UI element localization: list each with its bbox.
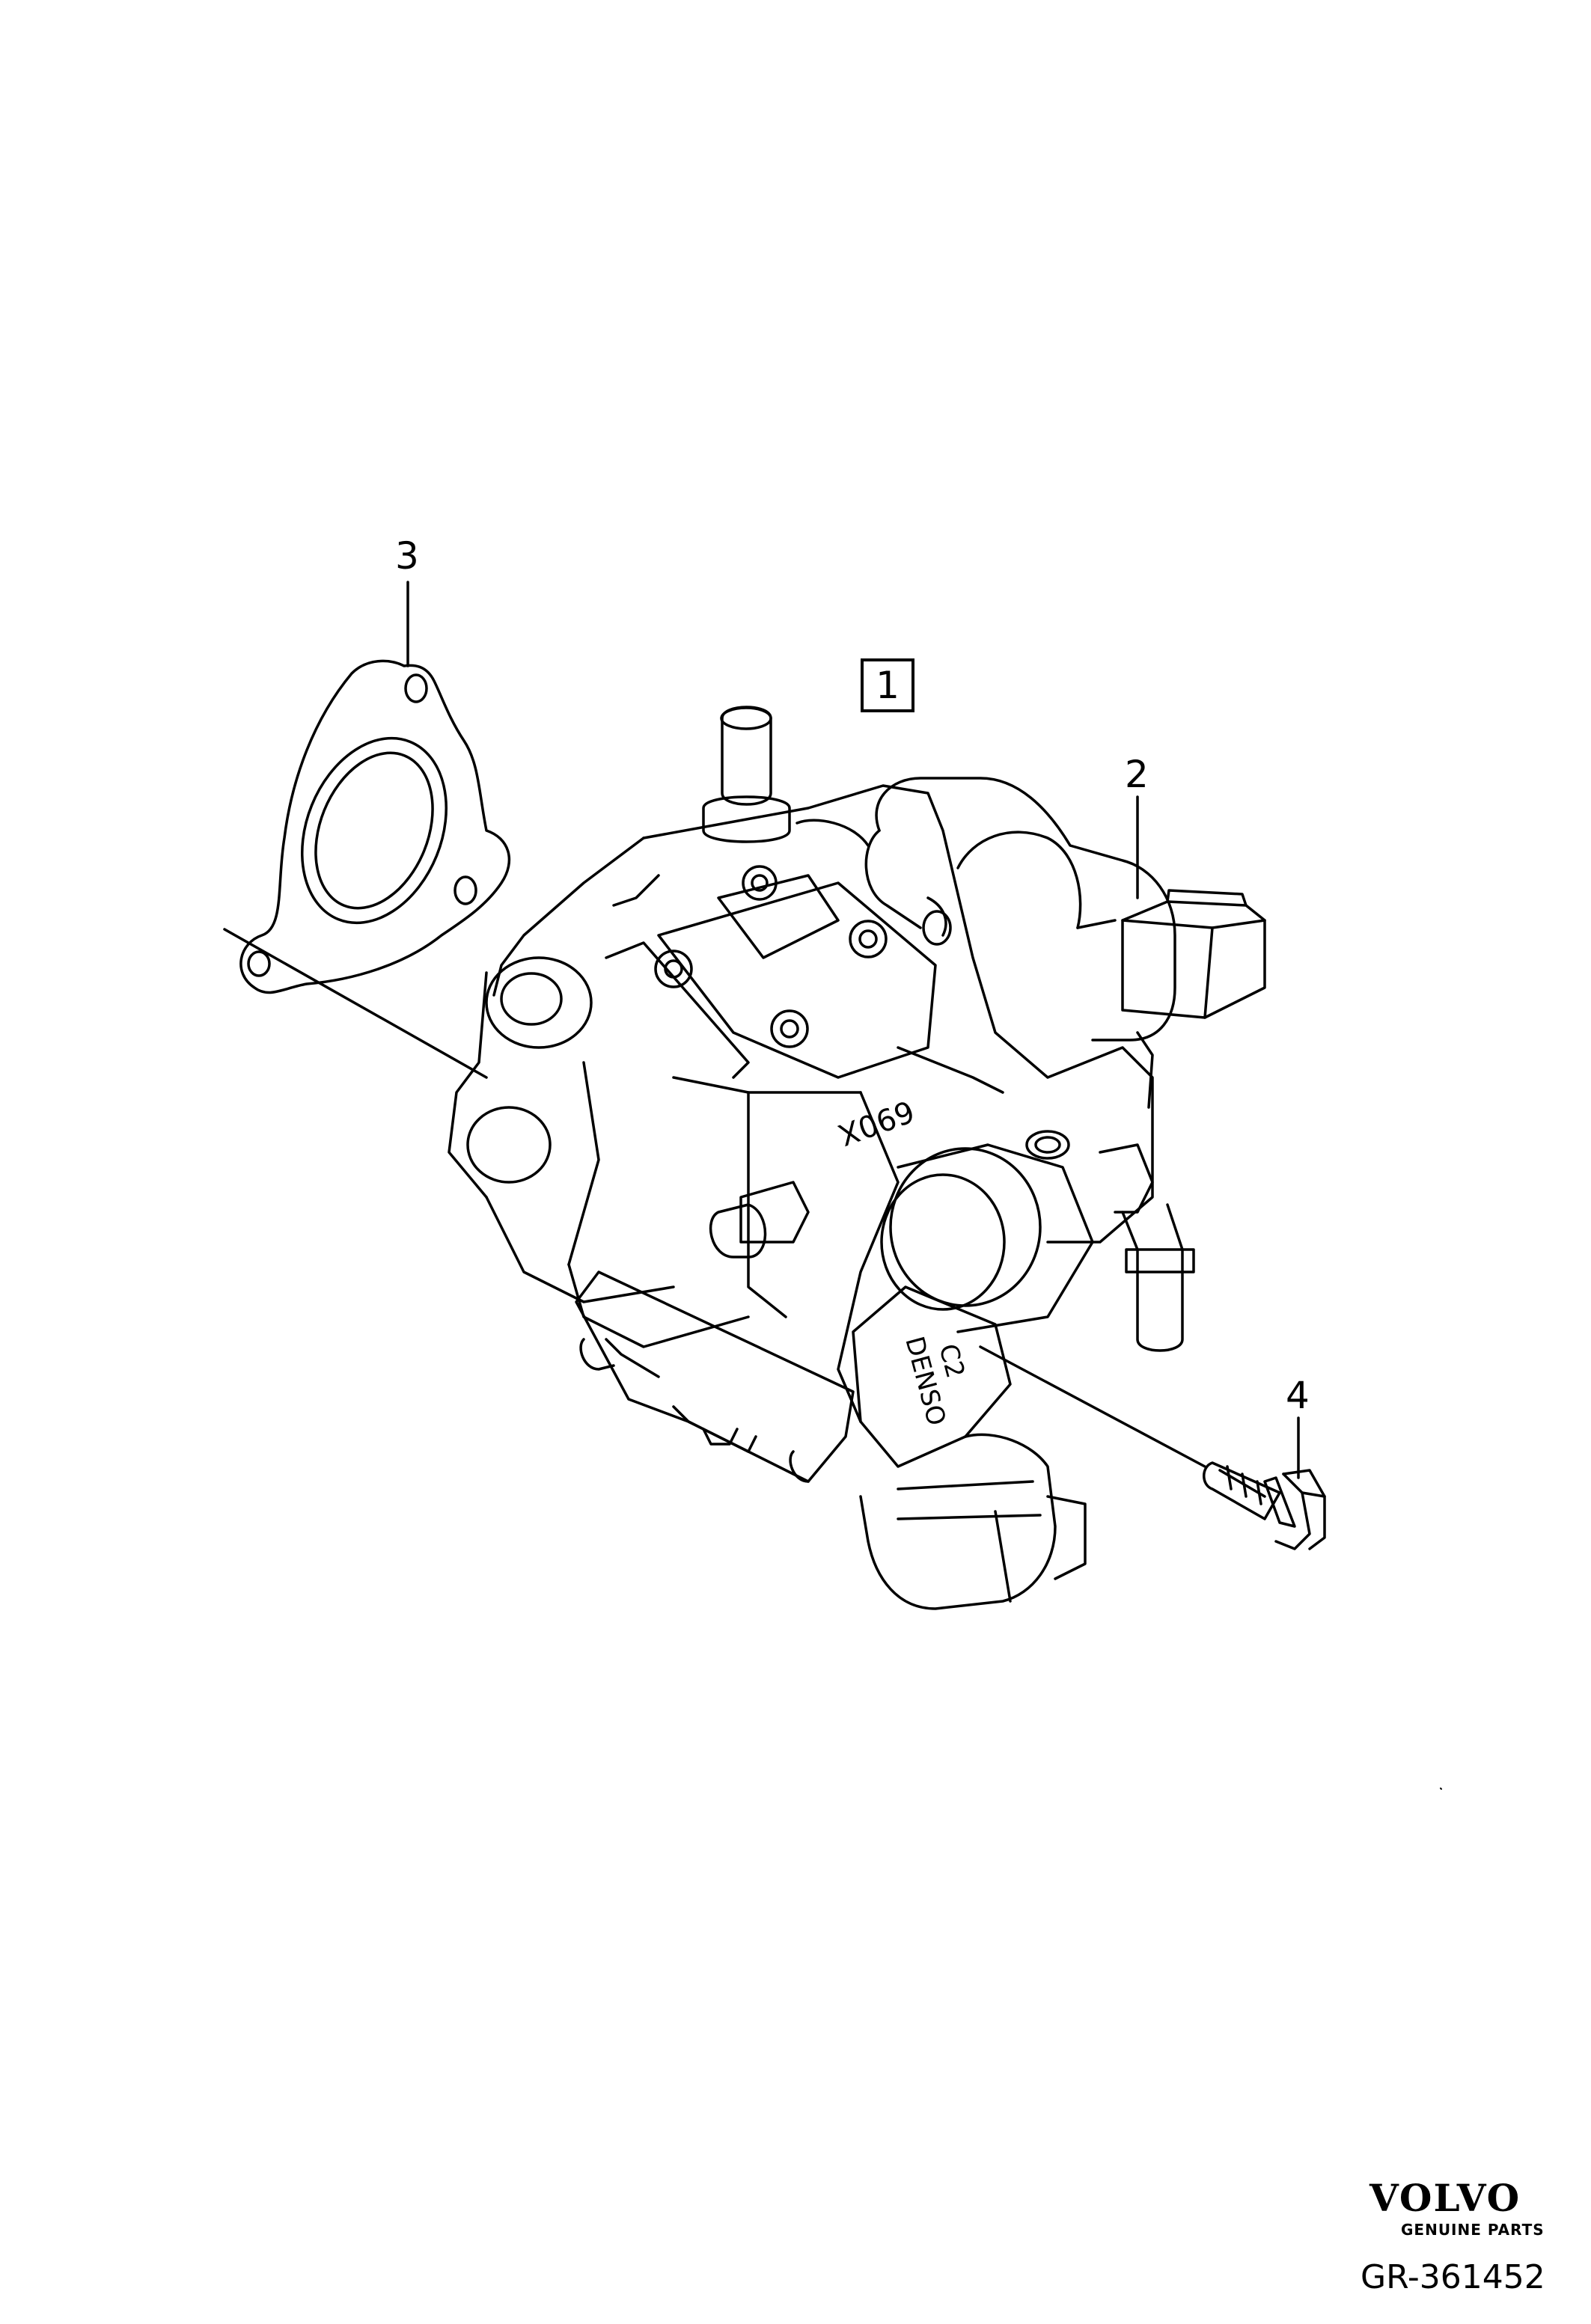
gasket-part-3 <box>239 659 510 994</box>
axis-line-right <box>979 1345 1206 1468</box>
housing-mark: 690X <box>834 1093 918 1152</box>
volvo-logo-text: VOLVO <box>1369 2176 1521 2220</box>
screw-heads <box>654 865 888 1048</box>
pump-part-1 <box>448 706 1195 1610</box>
callout-1-label: 1 <box>876 664 900 707</box>
genuine-parts-text: GENUINE PARTS <box>1401 2221 1545 2239</box>
bolt-part-4 <box>1203 1461 1326 1550</box>
callout-4: 4 <box>1286 1374 1310 1417</box>
axis-line-left <box>223 928 488 1079</box>
actuator-part-2 <box>864 777 1266 1042</box>
callout-2: 2 <box>1125 753 1149 796</box>
callout-1-boxed: 1 <box>861 658 914 712</box>
reference-number: GR-361452 <box>1361 2258 1545 2296</box>
callout-3: 3 <box>395 534 419 578</box>
